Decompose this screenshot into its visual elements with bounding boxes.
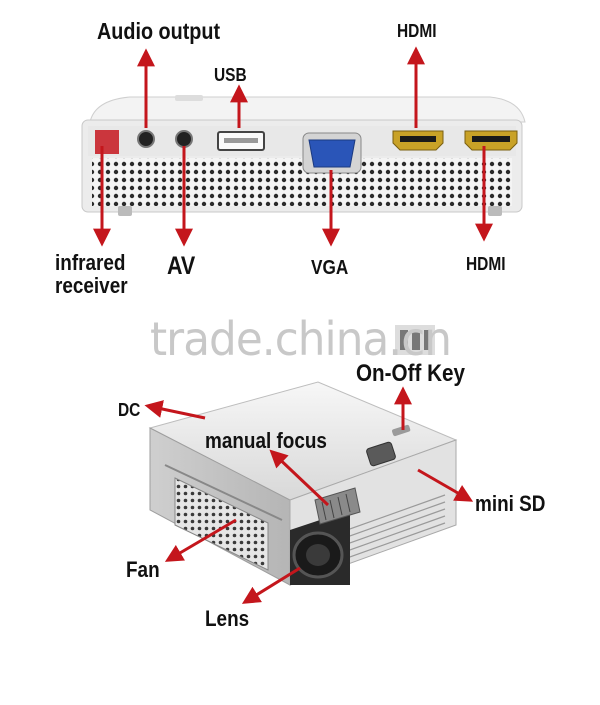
vga-port bbox=[308, 139, 356, 168]
label-dc: DC bbox=[118, 400, 141, 420]
label-hdmi-bottom: HDMI bbox=[466, 254, 506, 274]
bottom-callout-arrows bbox=[144, 386, 474, 604]
lens-arrow bbox=[241, 566, 301, 604]
label-lens: Lens bbox=[205, 606, 250, 631]
fan-arrow bbox=[164, 518, 237, 562]
label-vga: VGA bbox=[311, 257, 349, 279]
top-callout-arrows bbox=[93, 46, 493, 247]
label-infrared: infrared bbox=[55, 250, 126, 275]
projector-rear-view bbox=[81, 95, 526, 216]
label-manual-focus: manual focus bbox=[205, 428, 327, 453]
watermark: trade.china.cn bbox=[150, 312, 452, 366]
infrared-receiver-window bbox=[95, 130, 119, 154]
label-mini-sd: mini SD bbox=[475, 491, 546, 516]
label-receiver: receiver bbox=[55, 273, 128, 298]
mini-sd-arrow bbox=[417, 468, 474, 502]
dc-arrow bbox=[144, 400, 206, 420]
label-fan: Fan bbox=[126, 557, 160, 582]
power-key bbox=[392, 424, 411, 437]
label-usb: USB bbox=[214, 65, 247, 85]
focus-wheel bbox=[314, 487, 361, 525]
control-pad bbox=[366, 441, 396, 467]
audio-port bbox=[137, 130, 155, 148]
label-hdmi-top: HDMI bbox=[397, 21, 437, 41]
label-av: AV bbox=[167, 252, 196, 280]
label-audio-output: Audio output bbox=[97, 18, 221, 44]
label-on-off-key: On-Off Key bbox=[356, 360, 465, 387]
av-port bbox=[175, 130, 193, 148]
manual-focus-arrow bbox=[269, 449, 330, 507]
projector-iso-view bbox=[148, 325, 458, 586]
